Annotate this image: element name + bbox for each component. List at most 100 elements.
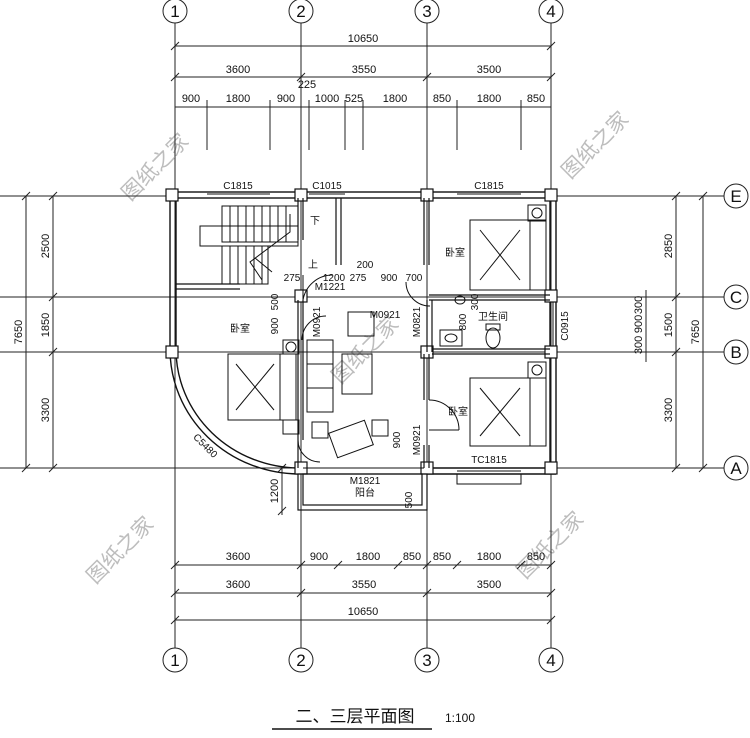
room-label-bedroom-se: 卧室 bbox=[448, 405, 468, 418]
axis-label-4-bottom: 4 bbox=[546, 651, 555, 670]
inner-dim: 200 bbox=[357, 260, 374, 271]
right-dimension-lines bbox=[645, 191, 708, 473]
inner-dim: 800 bbox=[458, 313, 469, 330]
watermark-text: 图纸之家 bbox=[82, 512, 158, 588]
lounge-furniture bbox=[306, 311, 389, 459]
dim-top-bay-3: 3500 bbox=[477, 64, 501, 76]
dim-bottom-bay-2: 3550 bbox=[352, 579, 376, 591]
door-label: M1221 bbox=[315, 282, 346, 293]
window-label: TC1815 bbox=[471, 455, 507, 466]
dim-left-overall: 7650 bbox=[13, 320, 25, 344]
dim-top-seg: 1000 bbox=[315, 93, 339, 105]
dim-right-seg: 1500 bbox=[663, 313, 675, 337]
dim-top-seg: 1800 bbox=[383, 93, 407, 105]
axis-label-1: 1 bbox=[170, 2, 179, 21]
door-label: M0821 bbox=[412, 306, 423, 337]
dim-bottom-bay-3: 3500 bbox=[477, 579, 501, 591]
top-dimension-texts: 10650 3600 3550 3500 225 900 1800 900 10… bbox=[182, 33, 545, 105]
left-dimension-lines bbox=[21, 191, 287, 516]
axis-label-1-bottom: 1 bbox=[170, 651, 179, 670]
room-label-bedroom-ne: 卧室 bbox=[445, 246, 465, 259]
stair-labels: 下 上 bbox=[308, 216, 320, 271]
dim-right-seg: 2850 bbox=[663, 234, 675, 258]
axis-label-c: C bbox=[730, 288, 742, 307]
dim-left-seg: 3300 bbox=[40, 398, 52, 422]
inner-dim: 1200 bbox=[323, 273, 346, 284]
dim-top-seg: 525 bbox=[345, 93, 363, 105]
dim-top-seg: 900 bbox=[182, 93, 200, 105]
balcony bbox=[297, 473, 428, 511]
dim-top-seg: 850 bbox=[527, 93, 545, 105]
staircase bbox=[199, 205, 299, 285]
inner-dim: 275 bbox=[284, 273, 301, 284]
dim-left-seg: 1850 bbox=[40, 313, 52, 337]
dim-right-small: 300 bbox=[633, 296, 645, 314]
drawing-title: 二、三层平面图 bbox=[296, 707, 415, 726]
dim-left-seg: 2500 bbox=[40, 234, 52, 258]
window-label: C1015 bbox=[312, 181, 342, 192]
drawing-scale: 1:100 bbox=[445, 711, 475, 725]
dim-top-seg: 850 bbox=[433, 93, 451, 105]
room-label-bedroom-w: 卧室 bbox=[230, 322, 250, 335]
dim-right-seg: 3300 bbox=[663, 398, 675, 422]
dim-top-seg: 1800 bbox=[477, 93, 501, 105]
stair-up-label: 上 bbox=[308, 259, 318, 271]
room-label-balcony: 阳台 bbox=[355, 486, 375, 499]
dim-top-seg: 900 bbox=[277, 93, 295, 105]
door-label: M1821 bbox=[350, 476, 381, 487]
dim-bottom-bay-1: 3600 bbox=[226, 579, 250, 591]
axis-label-2: 2 bbox=[296, 2, 305, 21]
axis-label-3: 3 bbox=[422, 2, 431, 21]
axis-label-2-bottom: 2 bbox=[296, 651, 305, 670]
bottom-dimension-texts: 3600 900 1800 850 850 1800 850 3600 3550… bbox=[226, 551, 545, 618]
dim-top-bay-1: 3600 bbox=[226, 64, 250, 76]
door-label: M0921 bbox=[312, 306, 323, 337]
doors bbox=[297, 274, 460, 469]
room-labels: 卧室 卧室 卧室 卫生间 阳台 bbox=[230, 246, 508, 499]
door-labels: M1221 M0921 M0921 M0821 M0921 M1821 bbox=[312, 282, 423, 487]
bathroom-fixtures bbox=[439, 295, 501, 349]
dim-bottom-seg: 850 bbox=[403, 551, 421, 563]
inner-dim: 900 bbox=[381, 273, 398, 284]
dim-top-overall: 10650 bbox=[348, 33, 379, 45]
dim-bottom-seg: 900 bbox=[310, 551, 328, 563]
dim-bottom-overall: 10650 bbox=[348, 606, 379, 618]
inner-dimensions: 275 1200 275 200 900 700 900 500 800 300… bbox=[270, 260, 481, 508]
window-label: C1815 bbox=[474, 181, 504, 192]
bottom-dimension-lines bbox=[170, 560, 556, 625]
bed-ne bbox=[469, 204, 547, 291]
watermark-text: 图纸之家 bbox=[327, 312, 403, 388]
top-dimension-lines bbox=[170, 41, 556, 150]
dim-bottom-seg: 3600 bbox=[226, 551, 250, 563]
dim-top-seg: 1800 bbox=[226, 93, 250, 105]
window-label: C0915 bbox=[560, 311, 571, 341]
drawing-title-block: 二、三层平面图 1:100 bbox=[272, 707, 475, 730]
inner-dim: 900 bbox=[270, 317, 281, 334]
window-label: C1815 bbox=[223, 181, 253, 192]
inner-dim: 500 bbox=[404, 491, 415, 508]
dim-right-small: 900 bbox=[633, 315, 645, 333]
watermark-text: 图纸之家 bbox=[557, 107, 633, 183]
windows bbox=[207, 193, 554, 485]
watermark-text: 图纸之家 bbox=[512, 507, 588, 583]
room-label-bathroom: 卫生间 bbox=[478, 310, 508, 323]
dim-bottom-seg: 1800 bbox=[356, 551, 380, 563]
inner-dim: 275 bbox=[350, 273, 367, 284]
bed-se bbox=[469, 361, 547, 447]
inner-dim: 500 bbox=[270, 293, 281, 310]
stair-down-label: 下 bbox=[310, 216, 320, 227]
axis-label-b: B bbox=[730, 343, 741, 362]
dim-bottom-seg: 1800 bbox=[477, 551, 501, 563]
door-label: M0921 bbox=[370, 310, 401, 321]
dim-right-overall: 7650 bbox=[690, 320, 702, 344]
door-label: M0921 bbox=[412, 424, 423, 455]
bed-w bbox=[227, 339, 300, 435]
dim-right-small: 300 bbox=[633, 336, 645, 354]
axis-bubbles bbox=[162, 0, 749, 673]
axis-label-3-bottom: 3 bbox=[422, 651, 431, 670]
exterior-walls bbox=[169, 191, 557, 475]
inner-dim: 300 bbox=[470, 293, 481, 310]
axis-labels: 1 2 3 4 1 2 3 4 A B C E bbox=[170, 2, 742, 670]
